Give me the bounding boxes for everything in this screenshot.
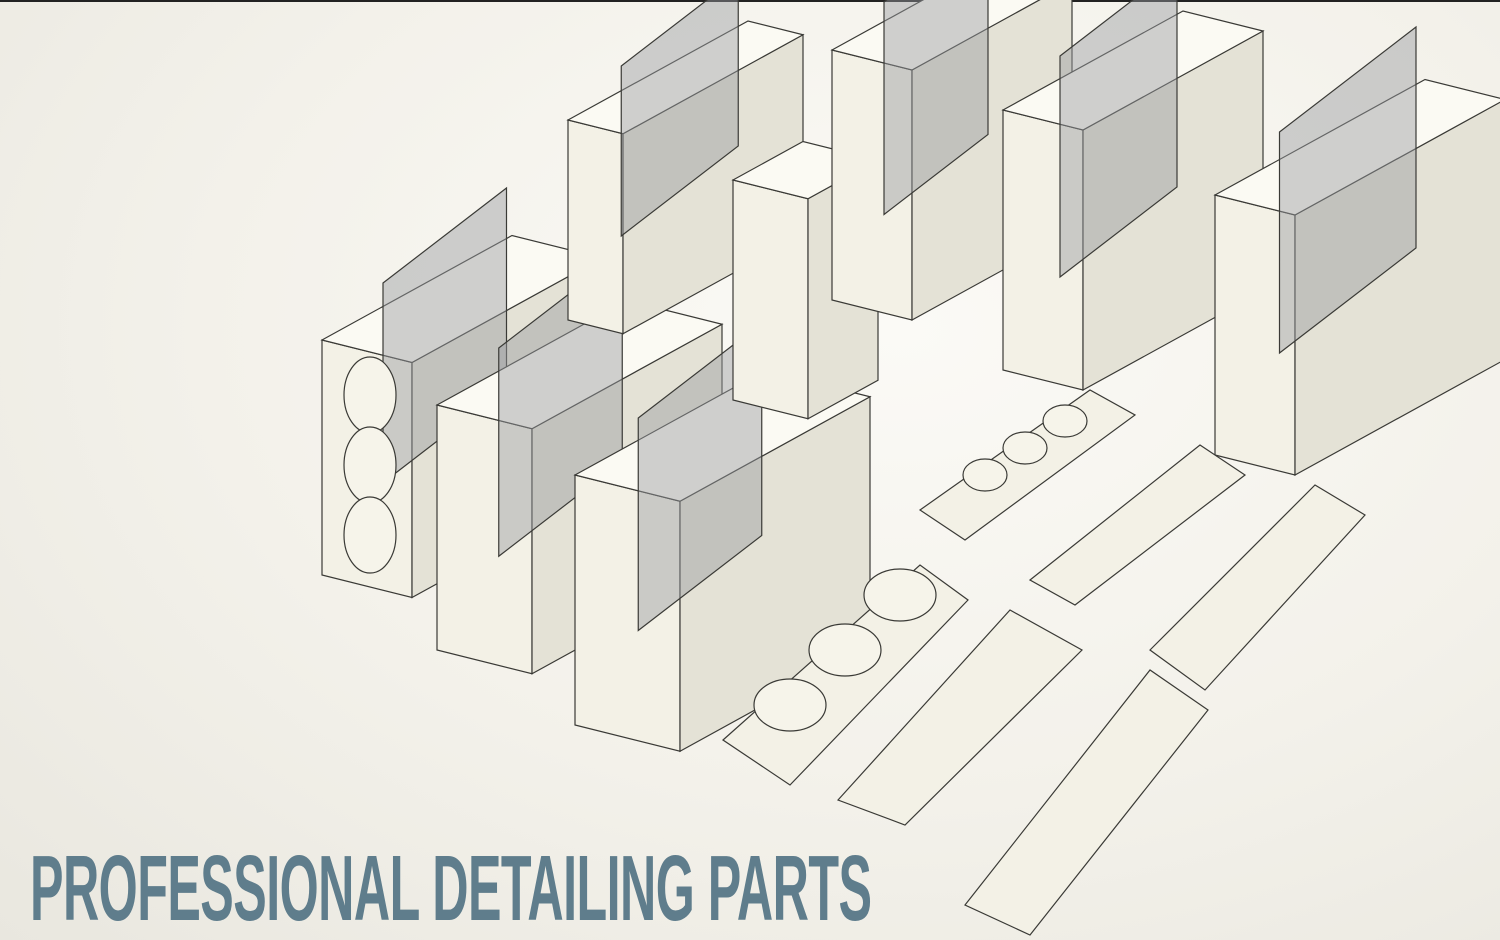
- knob: [863, 568, 937, 622]
- round-button: [343, 496, 397, 574]
- caption-title: PROFESSIONAL DETAILING PARTS: [30, 836, 872, 940]
- tower-back-left-glass: [620, 0, 739, 238]
- tower-x-panels-glass: [637, 321, 763, 632]
- tower-back-right-top: [1001, 10, 1265, 131]
- tower-far-right-glass: [1278, 25, 1417, 355]
- ring: [1002, 431, 1048, 465]
- tower-back-left-top: [566, 20, 805, 135]
- plate-latches: [836, 609, 1083, 826]
- plate-ridge: [1028, 444, 1247, 606]
- ring: [1042, 404, 1088, 438]
- round-button: [343, 356, 397, 434]
- knob: [753, 678, 827, 732]
- tower-far-right-top: [1213, 78, 1500, 216]
- tower-small-latch-front: [732, 179, 809, 420]
- plate-vents: [1149, 484, 1366, 691]
- round-button: [343, 426, 397, 504]
- plate-x-panels: [964, 669, 1209, 936]
- knob: [808, 623, 882, 677]
- tower-back-center-glass: [883, 0, 989, 216]
- top-border: [0, 0, 1500, 2]
- plate-three-rings: [918, 389, 1137, 541]
- tower-latches-top: [435, 299, 724, 430]
- tower-back-right-glass: [1059, 0, 1178, 279]
- ring: [962, 458, 1008, 492]
- tower-back-left-front: [567, 119, 624, 335]
